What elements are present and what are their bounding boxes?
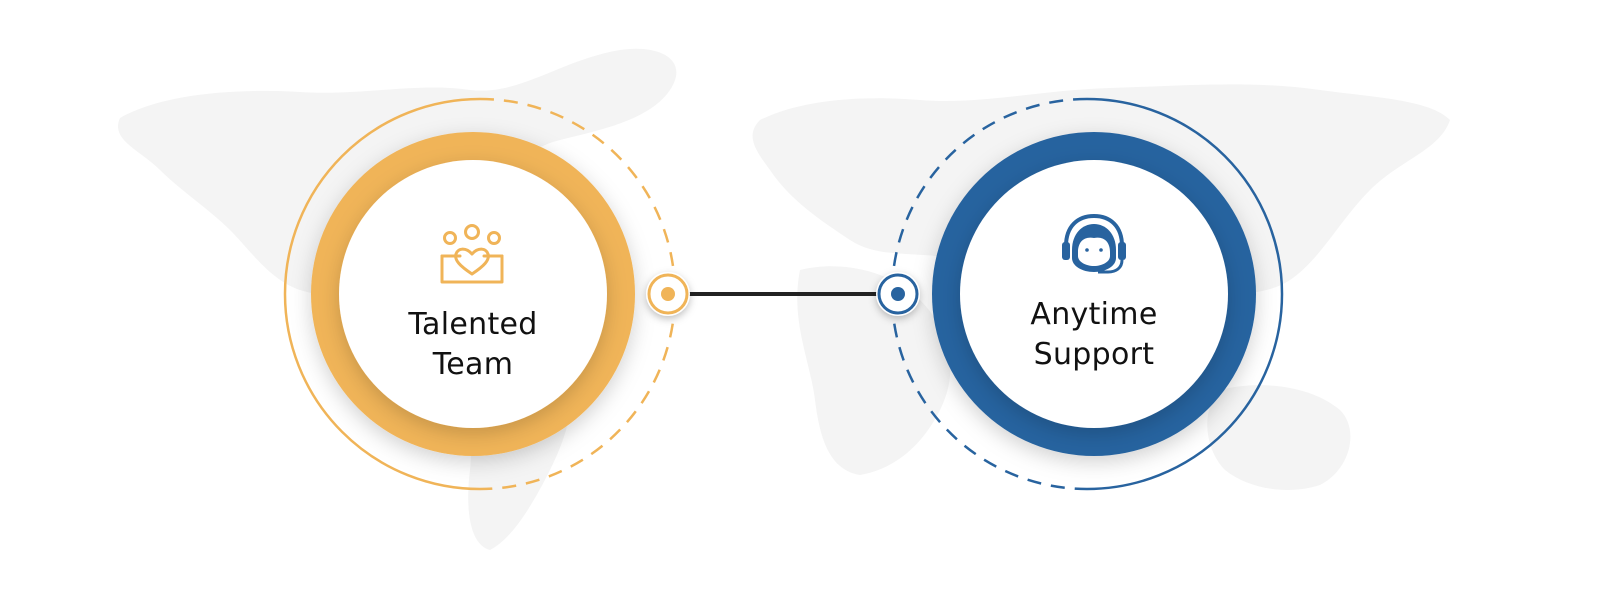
- left-connector-dot: [646, 272, 690, 316]
- left-inner-disc: [339, 160, 607, 428]
- right-inner-disc: [960, 160, 1228, 428]
- right-connector-dot: [876, 272, 920, 316]
- talented-team-node: [283, 97, 677, 491]
- anytime-support-node: [890, 97, 1284, 491]
- anytime-support-label: Anytime Support: [994, 295, 1194, 375]
- talented-team-line-1: Talented: [408, 307, 538, 342]
- headset-support-icon: [1062, 213, 1126, 274]
- left-outer-ring-solid: [283, 97, 481, 491]
- right-outer-ring-solid: [1086, 97, 1284, 491]
- left-outer-ring-dashed: [479, 97, 677, 491]
- anytime-support-line-2: Support: [1033, 337, 1155, 372]
- right-outer-ring-dashed: [890, 97, 1088, 491]
- talented-team-line-2: Team: [432, 347, 514, 382]
- anytime-support-line-1: Anytime: [1030, 297, 1158, 332]
- team-heart-icon: [440, 224, 504, 284]
- talented-team-label: Talented Team: [373, 305, 573, 385]
